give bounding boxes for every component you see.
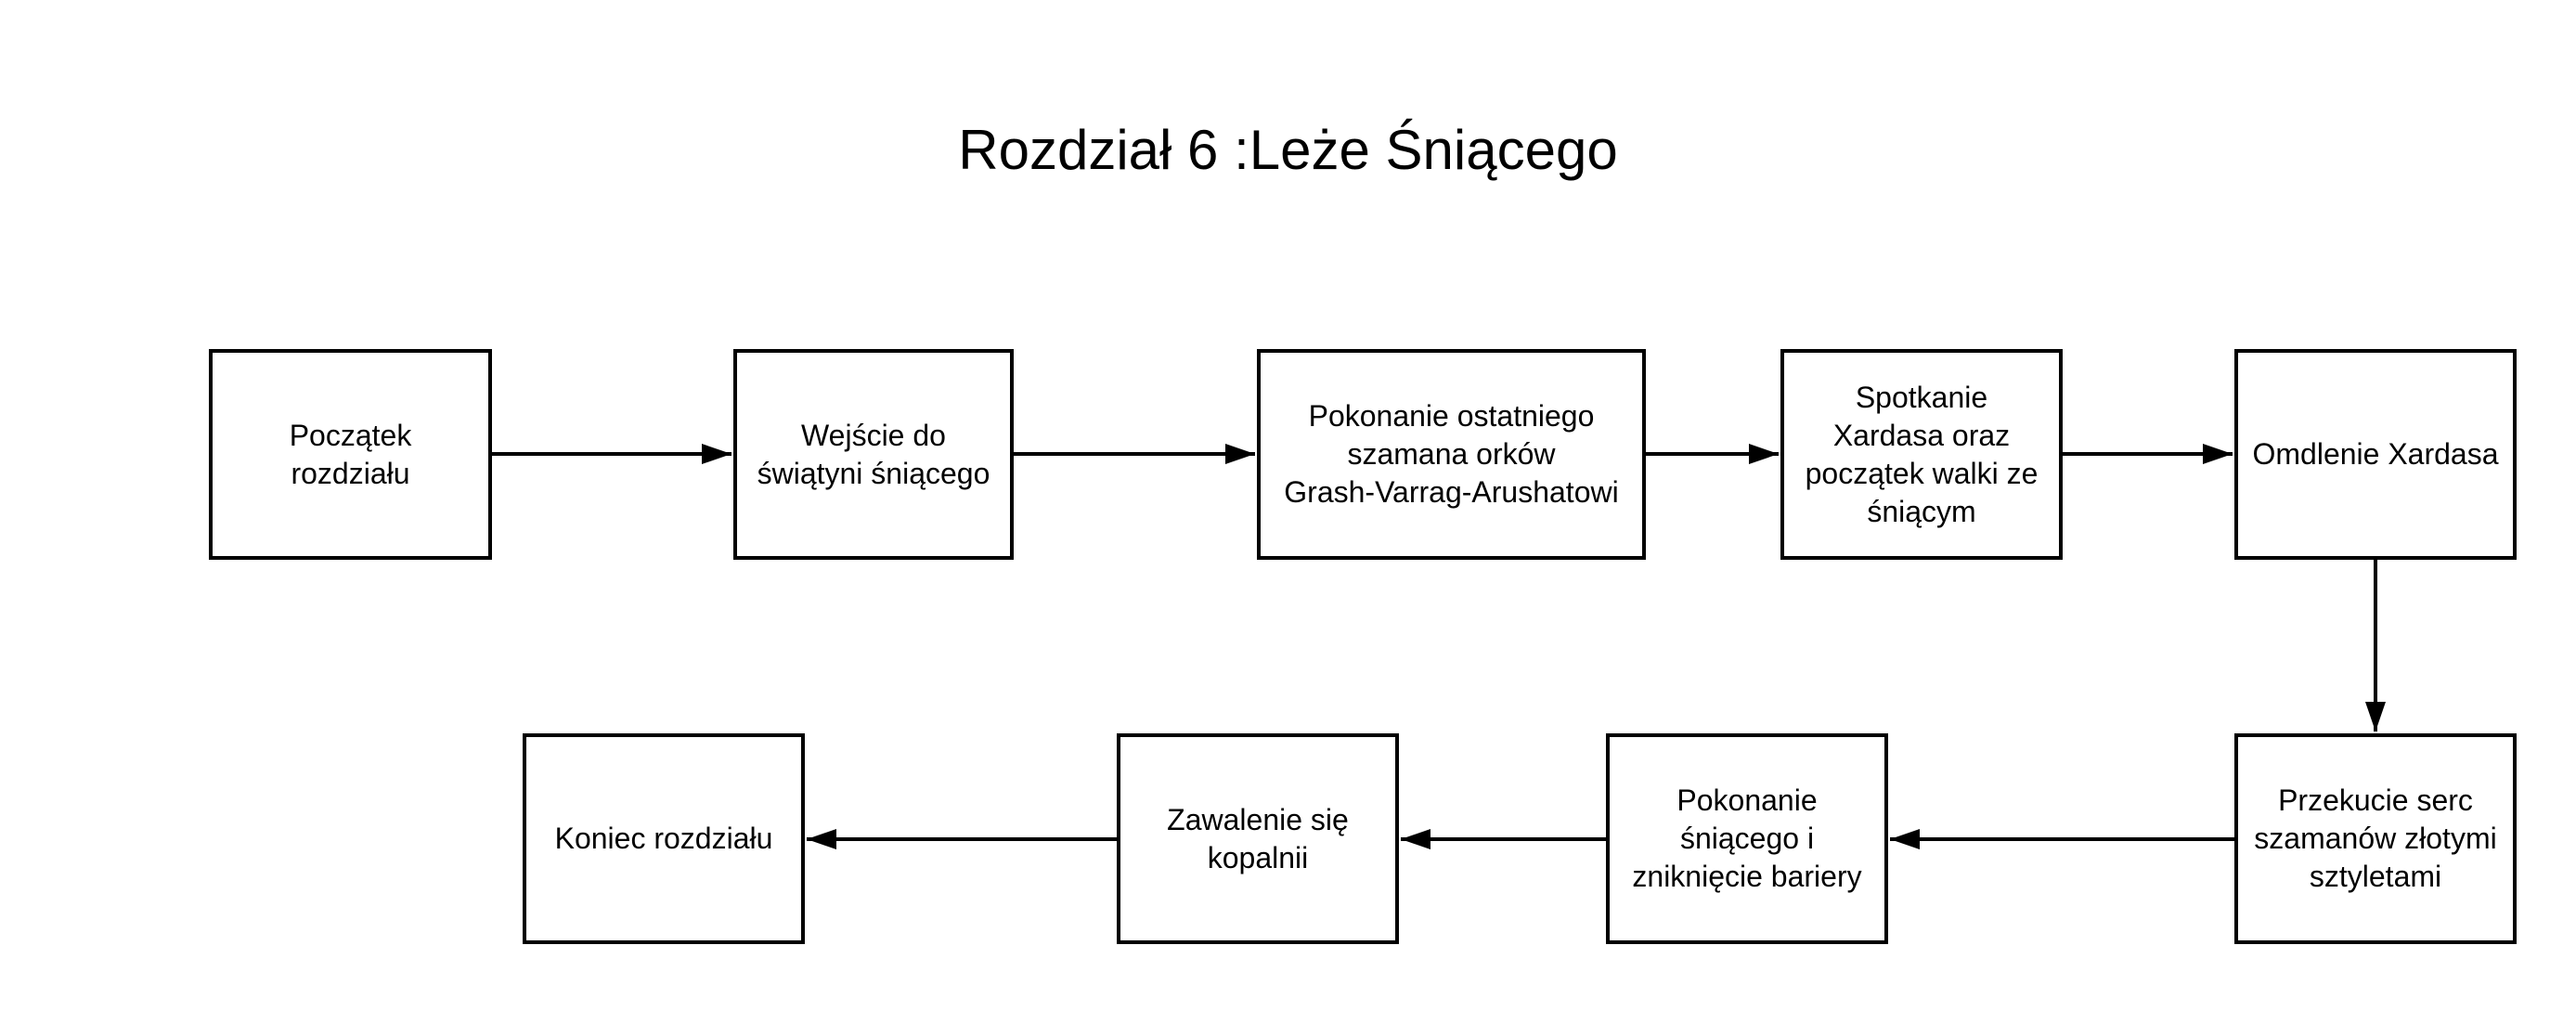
step-enter-temple: Wejście do świątyni śniącego xyxy=(733,349,1014,560)
step-defeat-last-shaman: Pokonanie ostatniego szamana orków Grash… xyxy=(1257,349,1646,560)
step-mine-collapse: Zawalenie się kopalnii xyxy=(1117,733,1399,944)
step-defeat-sleeper: Pokonanie śniącego i zniknięcie bariery xyxy=(1606,733,1888,944)
step-xardas-faints: Omdlenie Xardasa xyxy=(2234,349,2517,560)
step-pierce-hearts: Przekucie serc szamanów złotymi sztyleta… xyxy=(2234,733,2517,944)
step-chapter-end: Koniec rozdziału xyxy=(523,733,805,944)
step-chapter-start: Początek rozdziału xyxy=(209,349,492,560)
step-meet-xardas: Spotkanie Xardasa oraz początek walki ze… xyxy=(1780,349,2063,560)
diagram-title: Rozdział 6 :Leże Śniącego xyxy=(958,119,1618,181)
